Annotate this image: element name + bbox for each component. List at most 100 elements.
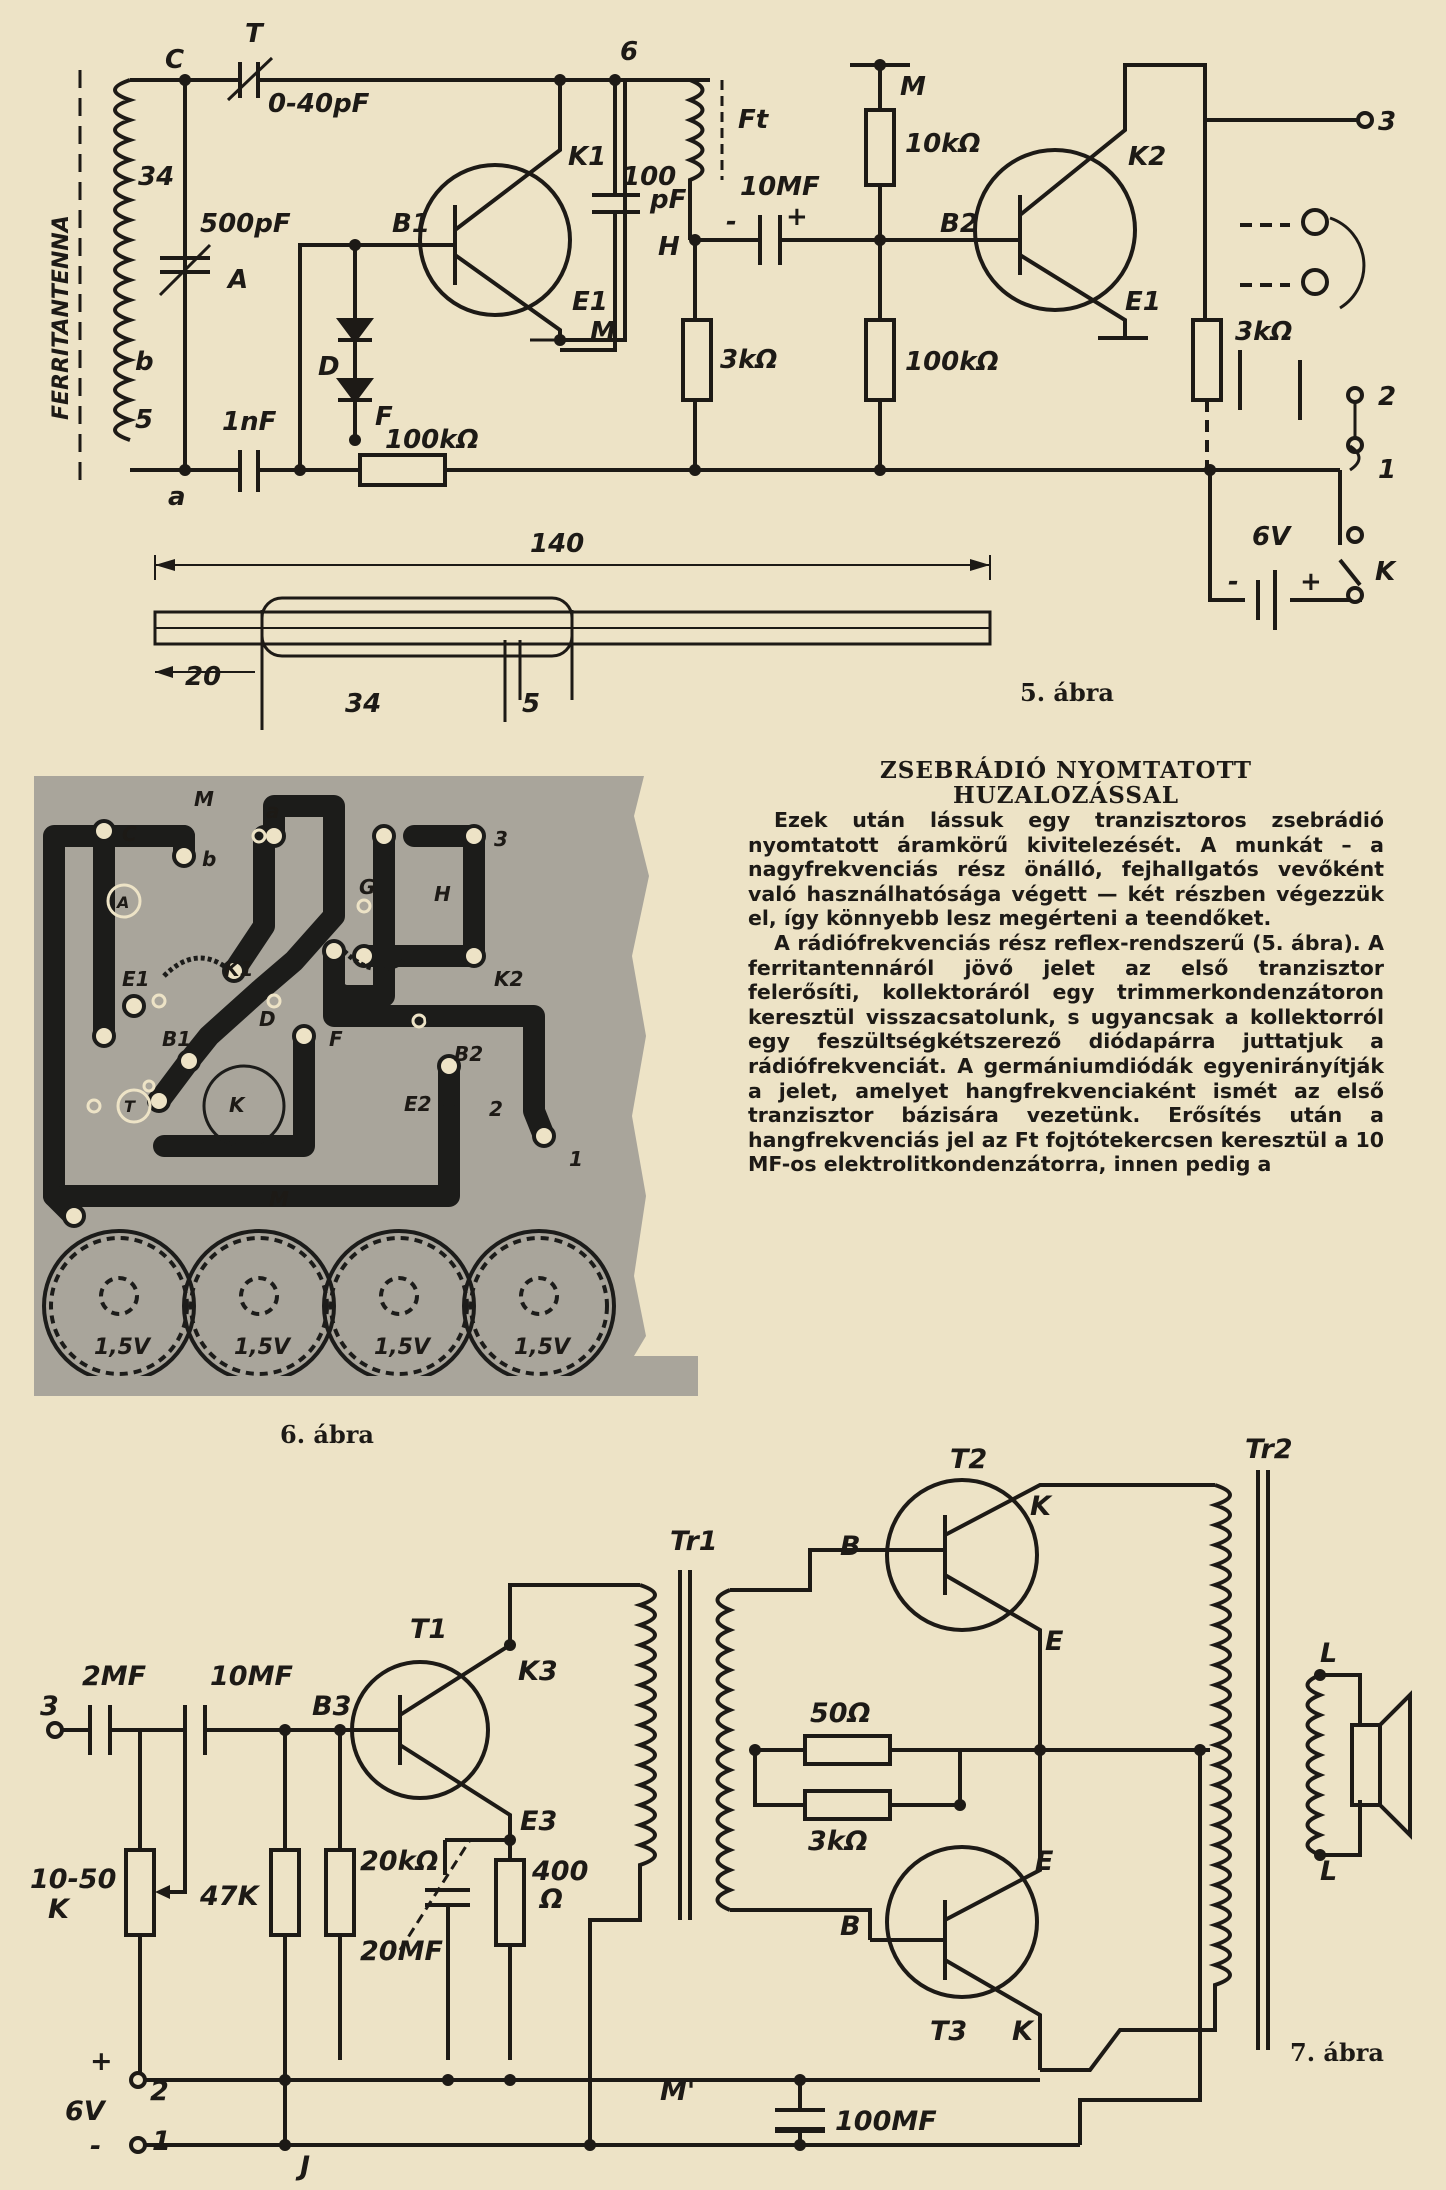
label-fig5-labels-r100k_a: 100kΩ xyxy=(905,347,999,377)
label-fig5-labels-two: 2 xyxy=(1378,382,1396,412)
label-fig6-labels-three: 3 xyxy=(494,827,508,851)
label-fig5-labels-v6: 6V xyxy=(1252,522,1292,552)
figure-5-schematic xyxy=(78,56,1374,730)
label-fig5-dims-coil1: 34 xyxy=(345,689,381,719)
label-fig5-labels-M: M xyxy=(900,72,926,102)
label-fig7-labels-cap10MF: 10MF xyxy=(210,1661,293,1692)
label-fig7-labels-M: M' xyxy=(660,2076,695,2107)
label-fig5-labels-H: H xyxy=(658,232,680,262)
label-fig5-labels-B1: B1 xyxy=(392,209,430,239)
label-fig6-labels-T: T xyxy=(124,1097,136,1116)
label-fig5-labels-three: 3 xyxy=(1378,107,1396,137)
label-fig6-batteries-3: 1,5V xyxy=(514,1335,572,1360)
label-fig7-labels-E_bot: E xyxy=(1035,1846,1054,1877)
figure-7-caption: 7. ábra xyxy=(1290,2038,1384,2067)
label-fig5-labels-K2: K2 xyxy=(1128,142,1166,172)
label-fig5-labels-b: b xyxy=(135,347,154,377)
label-fig6-labels-K: K xyxy=(229,1093,246,1117)
label-fig5-labels-K: K xyxy=(1375,557,1397,587)
label-fig6-batteries-0: 1,5V xyxy=(94,1335,152,1360)
label-fig5-labels-one: 1 xyxy=(1378,455,1396,485)
label-fig6-labels-b: b xyxy=(202,847,216,871)
label-fig7-labels-r400: 400 xyxy=(531,1856,588,1887)
label-fig6-labels-K2: K2 xyxy=(494,967,523,991)
label-fig5-labels-r3k_b: 3kΩ xyxy=(1235,317,1292,347)
label-fig7-labels-one: 1 xyxy=(152,2126,171,2157)
article-paragraph-1: Ezek után lássuk egy tranzisztoros zsebr… xyxy=(748,808,1384,931)
pcb-traces xyxy=(34,776,698,1396)
label-fig5-labels-cap10MF: 10MF xyxy=(740,172,820,202)
speaker-cone xyxy=(1378,1690,1412,1840)
label-fig6-labels-M_bottom: M xyxy=(269,1187,289,1211)
label-fig7-labels-pot: 10-50 xyxy=(30,1864,116,1895)
label-fig7-labels-E_top: E xyxy=(1045,1626,1064,1657)
label-fig6-labels-E2: E2 xyxy=(404,1092,432,1116)
label-fig7-labels-potK: K xyxy=(48,1894,71,1925)
label-fig7-labels-minus: - xyxy=(90,2131,101,2162)
label-fig5-labels-cap100: 100 xyxy=(622,162,676,192)
label-fig6-batteries-1: 1,5V xyxy=(234,1335,292,1360)
label-article-title_line1: ZSEBRÁDIÓ NYOMTATOTT xyxy=(879,757,1253,784)
label-fig6-labels-G: G xyxy=(359,875,375,899)
label-fig6-labels-D: D xyxy=(259,1007,276,1031)
label-fig7-labels-cap20MF: 20MF xyxy=(360,1936,443,1967)
label-fig7-labels-cap100MF: 100MF xyxy=(835,2106,937,2137)
label-fig6-labels-B1: B1 xyxy=(162,1027,191,1051)
label-fig5-dims-length: 140 xyxy=(530,529,584,559)
label-fig7-labels-Tr1: Tr1 xyxy=(670,1526,718,1557)
figure-7-schematic xyxy=(46,1470,1412,2154)
figure-6-caption: 6. ábra xyxy=(280,1420,374,1449)
label-fig5-labels-D: D xyxy=(318,352,340,382)
label-fig5-labels-cap1nF: 1nF xyxy=(222,407,277,437)
label-fig6-labels-M_top: M xyxy=(194,787,214,811)
label-fig5-labels-F: F xyxy=(375,402,393,432)
label-fig5-dims-coil2: 5 xyxy=(522,689,540,719)
label-fig7-labels-J: J xyxy=(295,2151,310,2182)
antenna-coil xyxy=(113,78,137,442)
label-fig5-labels-six: 6 xyxy=(620,37,638,67)
label-fig5-labels-pF: pF xyxy=(649,185,687,215)
label-fig5-labels-E1: E1 xyxy=(572,287,608,317)
label-fig7-labels-cap2MF: 2MF xyxy=(82,1661,147,1692)
label-fig6-labels-H: H xyxy=(434,882,451,906)
label-fig7-labels-B3: B3 xyxy=(312,1691,351,1722)
label-fig7-labels-E3: E3 xyxy=(520,1806,557,1837)
label-fig5-labels-plus: + xyxy=(1300,567,1322,597)
label-fig6-labels-A: A xyxy=(115,893,129,912)
label-fig7-labels-ohm: Ω xyxy=(538,1884,563,1915)
label-fig7-labels-B_top: B xyxy=(840,1531,861,1562)
label-fig7-labels-Tr2: Tr2 xyxy=(1245,1434,1293,1465)
label-fig5-labels-r10k: 10kΩ xyxy=(905,129,981,159)
label-fig7-labels-r20k: 20kΩ xyxy=(360,1846,438,1877)
antenna-label: FERRITANTENNA xyxy=(49,215,74,420)
label-fig5-labels-K1: K1 xyxy=(568,142,606,172)
label-fig5-labels-turns5: 5 xyxy=(135,405,153,435)
label-fig6-batteries-2: 1,5V xyxy=(374,1335,432,1360)
label-fig6-labels-B2: B2 xyxy=(454,1042,483,1066)
pcb-labels: M C b a 3 A G H E1 K1 K2 B1 D F T K B2 E… xyxy=(94,787,583,1360)
label-fig5-labels-T: T xyxy=(245,19,265,49)
label-fig6-labels-one: 1 xyxy=(569,1147,583,1171)
label-fig5-labels-turns34: 34 xyxy=(138,162,174,192)
label-fig6-labels-C: C xyxy=(122,822,137,846)
label-fig5-labels-M1: M xyxy=(590,317,616,347)
label-fig5-labels-r3k: 3kΩ xyxy=(720,345,777,375)
label-fig7-labels-K_top: K xyxy=(1030,1491,1053,1522)
label-fig7-labels-r47k: 47K xyxy=(199,1881,261,1912)
speaker-body xyxy=(1350,1723,1382,1807)
label-fig7-labels-T3: T3 xyxy=(930,2016,967,2047)
label-fig7-labels-K3: K3 xyxy=(518,1656,558,1687)
label-fig7-labels-r3k: 3kΩ xyxy=(808,1826,868,1857)
label-fig5-labels-a: a xyxy=(168,482,186,512)
label-fig6-labels-two: 2 xyxy=(489,1097,503,1121)
label-fig5-dims-offset: 20 xyxy=(185,662,221,692)
label-fig7-labels-T2: T2 xyxy=(950,1444,987,1475)
figure-5-caption: 5. ábra xyxy=(1020,678,1114,707)
label-fig7-labels-T1: T1 xyxy=(410,1614,447,1645)
label-fig7-labels-two: 2 xyxy=(150,2076,169,2107)
label-fig5-labels-minus: - xyxy=(1228,567,1239,597)
label-fig6-labels-a: a xyxy=(266,799,280,823)
label-fig5-labels-Ft: Ft xyxy=(738,105,770,135)
article-title: ZSEBRÁDIÓ NYOMTATOTT HUZALOZÁSSAL xyxy=(748,758,1384,808)
label-fig7-labels-r50: 50Ω xyxy=(810,1698,871,1729)
